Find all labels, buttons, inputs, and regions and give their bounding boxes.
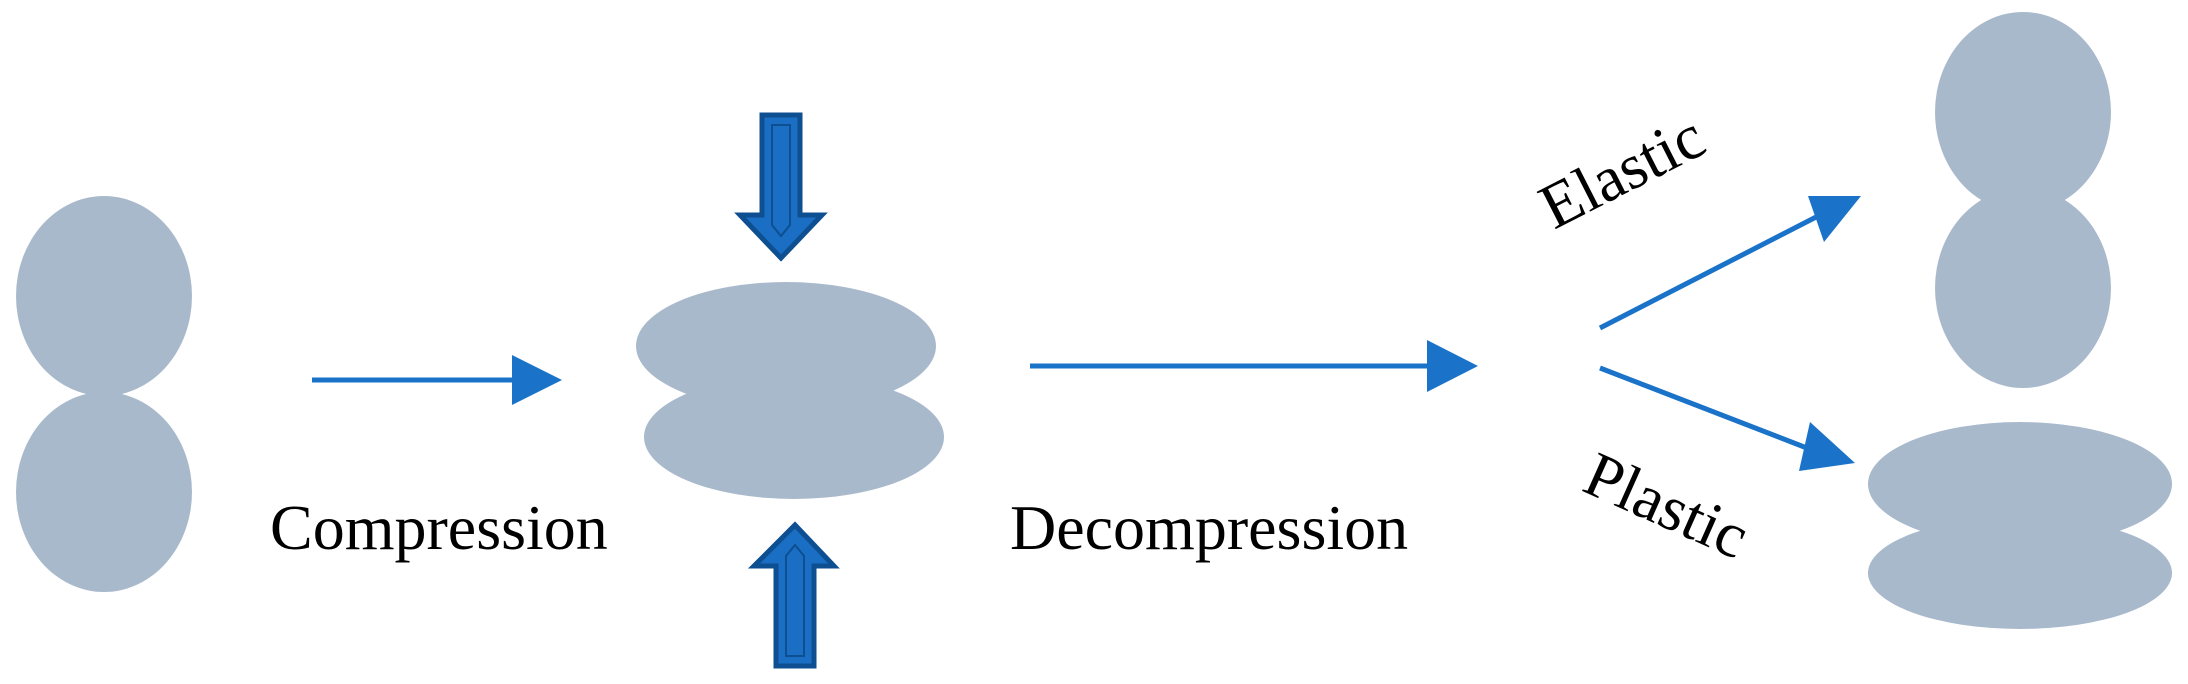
compressed-particle-top xyxy=(636,282,936,410)
plastic-arrow-head xyxy=(1799,422,1855,471)
elastic-particle-top xyxy=(1935,12,2111,212)
elastic-particle-bottom xyxy=(1935,188,2111,388)
decompression-label: Decompression xyxy=(1010,492,1408,563)
press-down-arrow xyxy=(734,112,828,262)
elastic-label: Elastic xyxy=(1528,100,1715,242)
compressed-particle-bottom xyxy=(644,375,944,499)
plastic-result-particle-pair xyxy=(1868,422,2172,629)
compression-arrow-head xyxy=(512,355,562,405)
elastic-result-particle-pair xyxy=(1935,12,2111,388)
plastic-particle-bottom xyxy=(1868,517,2172,629)
elastic-arrow-shaft xyxy=(1598,211,1824,331)
plastic-label: Plastic xyxy=(1574,438,1759,572)
initial-particle-pair xyxy=(16,196,192,592)
compression-arrow xyxy=(312,355,562,405)
compressed-particle-pair xyxy=(636,282,944,499)
press-up-arrow xyxy=(747,521,840,669)
decompression-arrow-head xyxy=(1427,340,1478,392)
plastic-arrow-shaft xyxy=(1599,365,1813,453)
initial-particle-top xyxy=(16,196,192,396)
elastic-arrow xyxy=(1598,196,1861,331)
decompression-arrow xyxy=(1030,340,1478,392)
plastic-arrow xyxy=(1599,365,1855,471)
initial-particle-bottom xyxy=(16,392,192,592)
elastic-arrow-head xyxy=(1808,196,1861,242)
plastic-particle-top xyxy=(1868,422,2172,546)
compression-label: Compression xyxy=(270,492,608,563)
